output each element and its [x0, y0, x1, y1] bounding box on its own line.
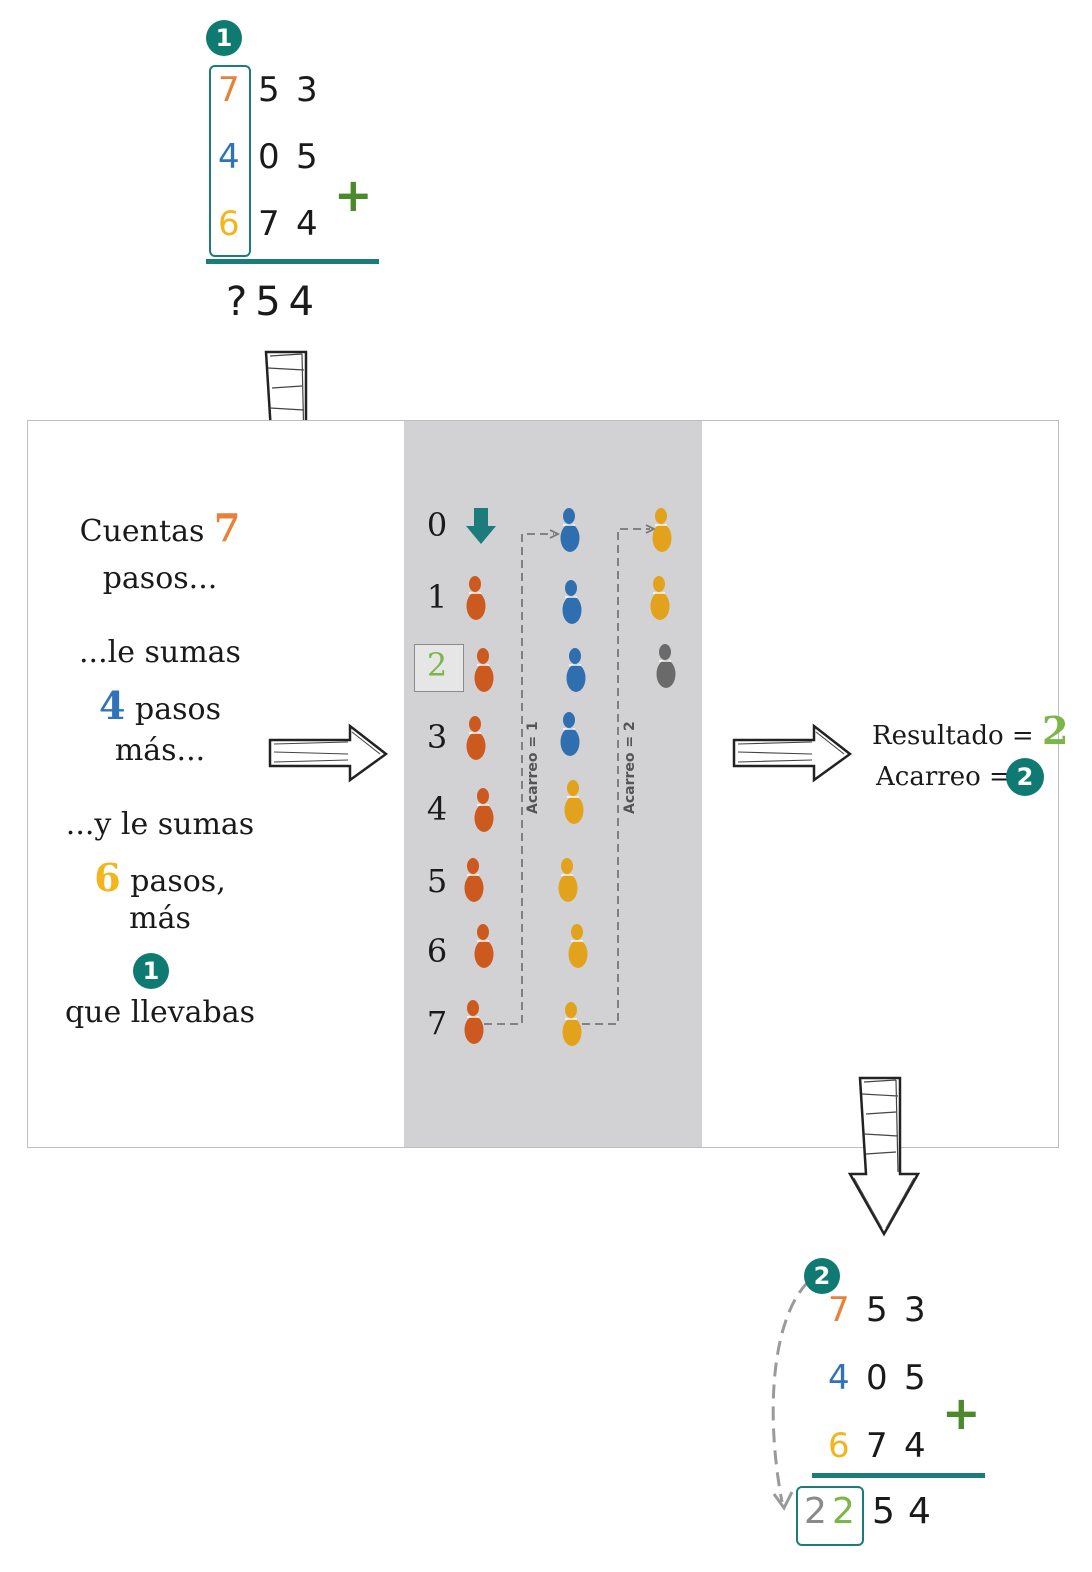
foot-yellow-2-icon — [558, 858, 578, 902]
carry-badge-1: 1 — [133, 953, 169, 989]
carry-label-2: Acarreo = 2 — [622, 721, 638, 814]
sketch-arrow-down-icon-2 — [847, 1076, 921, 1237]
step2-digit-r2c2: 0 — [866, 1358, 888, 1398]
step-number-3: 3 — [426, 718, 448, 756]
step2-digit-r3c3: 4 — [904, 1426, 926, 1466]
step1-digit-r2c3: 5 — [296, 137, 318, 177]
carry-label-1: Acarreo = 1 — [525, 721, 541, 814]
foot-blue-4-icon — [560, 712, 580, 756]
step2-digit-r2c3: 5 — [904, 1358, 926, 1398]
steps-column-background — [404, 421, 702, 1147]
carry-line: Acarreo = — [876, 762, 1011, 792]
text-pasos-3: pasos, — [130, 864, 226, 899]
step-number-5: 5 — [426, 862, 448, 900]
step1-digit-r3c3: 4 — [296, 204, 318, 244]
carry-label: Acarreo = — [876, 762, 1011, 792]
step2-result-digit-4: 4 — [908, 1491, 931, 1532]
foot-orange-1-icon — [466, 576, 486, 620]
step-number-7: 7 — [426, 1004, 448, 1042]
step2-digit-r1c3: 3 — [904, 1290, 926, 1330]
step-number-2: 2 — [426, 646, 448, 684]
foot-yellow-4-icon — [562, 1002, 582, 1046]
result-value: 2 — [1041, 708, 1069, 753]
foot-yellow-5-icon — [652, 508, 672, 552]
step2-result-box — [796, 1486, 864, 1546]
step1-sum-rule — [206, 259, 379, 264]
step1-result: ?54 — [226, 279, 323, 325]
text-que-llevabas: que llevabas — [64, 995, 256, 1030]
step1-highlight-column — [209, 65, 251, 257]
step2-digit-r2c1: 4 — [828, 1358, 850, 1398]
step2-result-digit-3: 5 — [872, 1491, 895, 1532]
step2-digit-r3c2: 7 — [866, 1426, 888, 1466]
step2-digit-r1c2: 5 — [866, 1290, 888, 1330]
step1-digit-r1c3: 3 — [296, 70, 318, 110]
step1-digit-r3c2: 7 — [258, 204, 280, 244]
text-n3: 6 — [94, 855, 121, 900]
step2-badge: 2 — [804, 1258, 840, 1294]
text-le-sumas: ...le sumas — [79, 635, 241, 670]
step1-digit-r1c2: 5 — [258, 70, 280, 110]
result-line: Resultado = 2 — [872, 708, 1068, 753]
step1-digit-r1c1: 7 — [218, 70, 240, 110]
foot-orange-6-icon — [474, 924, 494, 968]
text-mas-2: más — [129, 901, 191, 936]
carry-curve-arrow-icon — [771, 1280, 810, 1511]
text-pasos-2: pasos — [135, 692, 221, 727]
sketch-arrow-right-icon-2 — [732, 723, 853, 783]
foot-blue-2-icon — [562, 580, 582, 624]
foot-yellow-1-icon — [564, 780, 584, 824]
text-n1: 7 — [213, 505, 241, 550]
step2-digit-r3c1: 6 — [828, 1426, 850, 1466]
step2-result-carry-digit: 2 — [804, 1491, 827, 1532]
foot-blue-3-icon — [566, 648, 586, 692]
step-number-4: 4 — [426, 790, 448, 828]
foot-orange-3-icon — [466, 716, 486, 760]
step-number-2-box — [414, 644, 464, 692]
step2-digit-r1c1: 7 — [828, 1290, 850, 1330]
foot-orange-7-icon — [464, 1000, 484, 1044]
step-number-1: 1 — [426, 578, 448, 616]
text-pasos-1: pasos... — [102, 561, 218, 596]
foot-blue-1-icon — [560, 508, 580, 552]
foot-orange-4-icon — [474, 788, 494, 832]
foot-orange-5-icon — [464, 858, 484, 902]
step1-plus-sign: + — [334, 168, 373, 222]
text-y-le-sumas: ...y le sumas — [65, 807, 255, 842]
foot-gray-1-icon — [656, 644, 676, 688]
foot-orange-2-icon — [474, 648, 494, 692]
step-number-0: 0 — [426, 506, 448, 544]
step2-result-green-digit: 2 — [832, 1491, 855, 1532]
carry-badge-2: 2 — [1006, 758, 1044, 796]
step1-digit-r2c1: 4 — [218, 137, 240, 177]
foot-yellow-6-icon — [650, 576, 670, 620]
text-cuentas: Cuentas — [79, 514, 205, 549]
step1-digit-r3c1: 6 — [218, 204, 240, 244]
footprints-layer — [484, 524, 657, 1025]
sketch-arrow-right-icon — [268, 723, 389, 783]
text-mas-1: más... — [114, 733, 206, 768]
step1-digit-r2c2: 0 — [258, 137, 280, 177]
text-n2: 4 — [99, 683, 126, 728]
result-label: Resultado = — [872, 721, 1034, 751]
step2-sum-rule — [812, 1473, 985, 1478]
foot-yellow-3-icon — [568, 924, 588, 968]
step-number-6: 6 — [426, 932, 448, 970]
step2-plus-sign: + — [942, 1386, 981, 1440]
start-arrow-icon — [466, 508, 496, 544]
step1-badge: 1 — [206, 20, 242, 56]
